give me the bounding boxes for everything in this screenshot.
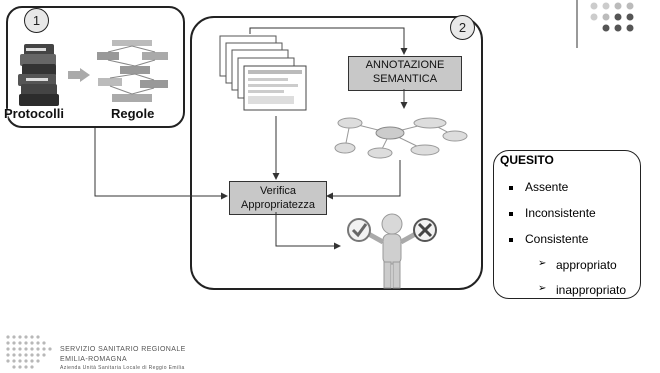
quesito-item-inconsistente: Inconsistente xyxy=(525,206,596,220)
semantic-network-icon xyxy=(334,117,468,159)
arrow-bullet-icon: ➢ xyxy=(538,258,547,269)
bullet xyxy=(509,212,513,216)
footer-line2: EMILIA-ROMAGNA xyxy=(60,356,128,363)
quesito-subitem-inappropriato: inappropriato xyxy=(556,283,627,297)
documents-stack-icon xyxy=(219,35,307,111)
quesito-item-assente: Assente xyxy=(525,180,569,194)
label-regole: Regole xyxy=(111,106,155,121)
regional-logo-icon xyxy=(6,335,52,369)
decor-dots-icon xyxy=(590,2,634,32)
quesito-panel xyxy=(493,150,641,299)
annotation-line2: SEMANTICA xyxy=(372,73,438,85)
protocol-books-icon xyxy=(18,44,59,106)
quesito-title: QUESITO xyxy=(500,153,554,167)
rules-flowchart-icon xyxy=(97,40,168,102)
arrow-right-icon xyxy=(68,68,90,82)
person-choice-icon xyxy=(347,213,437,289)
bullet xyxy=(509,238,513,242)
arrow-bullet-icon: ➢ xyxy=(538,283,547,294)
verify-line2: Appropriatezza xyxy=(241,199,315,211)
annotation-line1: ANNOTAZIONE xyxy=(365,59,445,71)
footer-line1: SERVIZIO SANITARIO REGIONALE xyxy=(60,346,186,353)
bullet xyxy=(509,186,513,190)
quesito-item-consistente: Consistente xyxy=(525,232,589,246)
label-protocolli: Protocolli xyxy=(4,106,64,121)
annotation-box: ANNOTAZIONE SEMANTICA xyxy=(348,56,462,91)
decor-divider xyxy=(576,0,578,48)
quesito-subitem-appropriato: appropriato xyxy=(556,258,617,272)
badge-1: 1 xyxy=(24,8,49,33)
badge-2: 2 xyxy=(450,15,475,40)
footer-line3: Azienda Unità Sanitaria Locale di Reggio… xyxy=(60,365,185,371)
verify-box: Verifica Appropriatezza xyxy=(229,181,327,215)
verify-line1: Verifica xyxy=(259,185,297,197)
